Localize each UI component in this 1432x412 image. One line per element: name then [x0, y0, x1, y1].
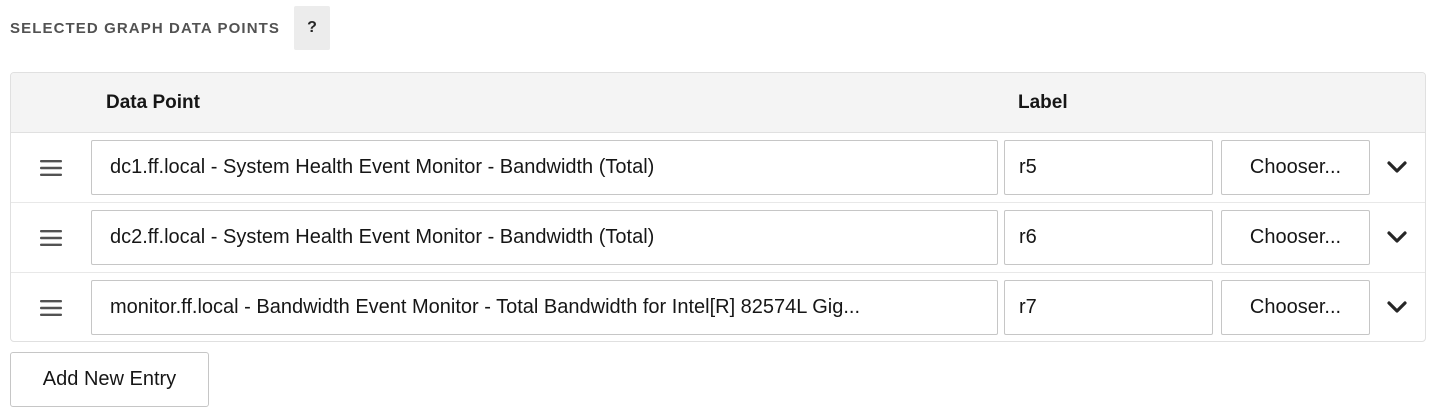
- table-row: Chooser...: [11, 203, 1425, 273]
- data-point-input[interactable]: [91, 210, 998, 265]
- data-points-table: Data Point Label Chooser...: [10, 72, 1426, 342]
- expand-toggle[interactable]: [1377, 210, 1417, 265]
- chooser-button[interactable]: Chooser...: [1221, 210, 1370, 265]
- column-header-label: Label: [1018, 92, 1068, 113]
- help-button[interactable]: ?: [294, 6, 330, 50]
- expand-toggle[interactable]: [1377, 280, 1417, 335]
- table-row: Chooser...: [11, 133, 1425, 203]
- table-header: Data Point Label: [11, 73, 1425, 133]
- drag-handle[interactable]: [11, 273, 91, 341]
- expand-toggle[interactable]: [1377, 140, 1417, 195]
- drag-handle[interactable]: [11, 133, 91, 202]
- chooser-button[interactable]: Chooser...: [1221, 140, 1370, 195]
- chevron-down-icon: [1387, 231, 1407, 243]
- data-point-input[interactable]: [91, 280, 998, 335]
- label-input[interactable]: [1004, 210, 1213, 265]
- add-new-entry-button[interactable]: Add New Entry: [10, 352, 209, 407]
- column-header-data-point: Data Point: [106, 92, 200, 113]
- hamburger-icon: [40, 229, 62, 246]
- data-point-input[interactable]: [91, 140, 998, 195]
- table-row: Chooser...: [11, 273, 1425, 341]
- hamburger-icon: [40, 159, 62, 176]
- chooser-button[interactable]: Chooser...: [1221, 280, 1370, 335]
- drag-handle[interactable]: [11, 203, 91, 272]
- chevron-down-icon: [1387, 161, 1407, 173]
- label-input[interactable]: [1004, 280, 1213, 335]
- section-title: SELECTED GRAPH DATA POINTS: [10, 19, 280, 37]
- hamburger-icon: [40, 299, 62, 316]
- section-header: SELECTED GRAPH DATA POINTS ?: [10, 6, 330, 50]
- chevron-down-icon: [1387, 301, 1407, 313]
- label-input[interactable]: [1004, 140, 1213, 195]
